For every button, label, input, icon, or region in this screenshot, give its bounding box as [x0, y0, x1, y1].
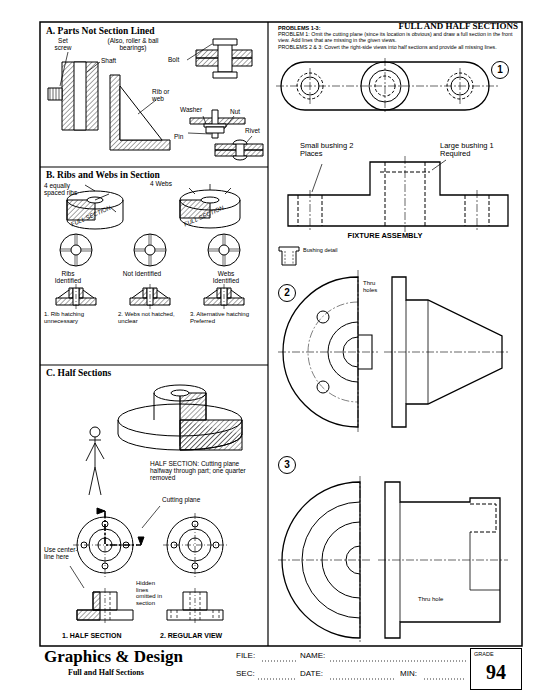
caption-label: 3. Alternative hatching Preferred [190, 311, 262, 324]
part-label: Bolt [168, 56, 188, 63]
view-caption: 2. REGULAR VIEW [160, 632, 240, 640]
publisher-name: Graphics & Design [44, 648, 234, 667]
note-label: HALF SECTION: Cutting plane halfway thro… [150, 460, 254, 481]
problem-text: PROBLEMS 2 & 3: Covert the right-side vi… [278, 45, 516, 51]
section-heading: C. Half Sections [46, 368, 186, 378]
note-label: 4 Webs [150, 180, 190, 187]
detail-label: Bushing detail [303, 247, 343, 253]
form-field: FILE: [236, 652, 266, 661]
form-field: DATE: [300, 670, 332, 679]
sheet-subtitle: Full and Half Sections [68, 669, 208, 678]
part-label: Washer [180, 106, 214, 113]
problem-number: 2 [278, 284, 296, 302]
note-label: 4 equally spaced ribs [44, 182, 86, 196]
note-label: Use center-line here [44, 546, 78, 560]
part-label: Rib or web [152, 88, 182, 102]
callout-number: 1 [497, 65, 503, 75]
part-label: Nut [230, 108, 250, 115]
problem-text: PROBLEM 1: Omit the cutting plane (since… [278, 32, 516, 44]
callout-number: 3 [284, 460, 290, 470]
grade-value: 94 [471, 661, 521, 684]
grade-label: GRADE [474, 651, 494, 657]
note-label: Cutting plane [162, 496, 204, 503]
sheet-title: FULL AND HALF SECTIONS [360, 22, 518, 32]
part-label: Rivet [245, 127, 269, 134]
callout-label: Large bushing 1 Required [440, 142, 520, 159]
note-label: Thru holes [363, 280, 385, 293]
note-label: Hidden lines omitted in section [136, 580, 166, 606]
problem-number: 1 [491, 61, 509, 79]
part-label: Set screw [50, 37, 76, 51]
part-label: Pin [174, 133, 188, 140]
callout-number: 2 [284, 288, 290, 298]
section-heading: A. Parts Not Section Lined [46, 26, 226, 36]
grade-box: GRADE 94 [470, 648, 522, 690]
caption-label: 2. Webs not hatched, unclear [118, 311, 184, 324]
caption-label: 1. Rib hatching unnecessary [44, 311, 110, 324]
note-label: Ribs Identified [48, 270, 88, 284]
problem-heading: PROBLEMS 1-3: [278, 25, 348, 31]
form-field: MIN: [400, 670, 426, 679]
callout-label: Small bushing 2 Places [300, 142, 372, 159]
part-label: Shaft [101, 57, 131, 64]
note-label: Webs Identified [204, 270, 248, 284]
problem-number: 3 [278, 456, 296, 474]
part-label: (Also, roller & ball bearings) [98, 37, 168, 51]
assembly-title: FIXTURE ASSEMBLY [330, 232, 440, 240]
section-heading: B. Ribs and Webs in Section [46, 170, 226, 180]
form-field: SEC: [236, 670, 266, 679]
note-label: Thru hole [418, 596, 458, 603]
view-caption: 1. HALF SECTION [62, 632, 142, 640]
form-field: NAME: [300, 652, 332, 661]
note-label: Not Identified [122, 270, 162, 277]
